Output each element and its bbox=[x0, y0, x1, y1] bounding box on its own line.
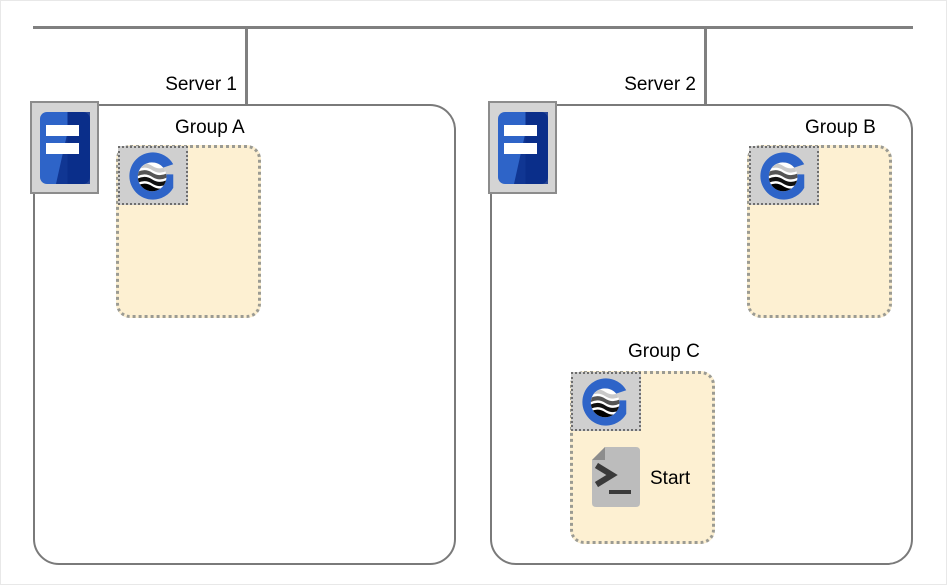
top-rule-line bbox=[33, 26, 913, 29]
server-1-label: Server 1 bbox=[165, 74, 237, 95]
group-b-glassfish-instance-icon[interactable] bbox=[749, 146, 819, 205]
server-2-divider-line bbox=[704, 26, 707, 104]
group-b-label: Group B bbox=[805, 117, 876, 138]
start-command-label: Start bbox=[650, 467, 691, 489]
glassfish-glyph bbox=[129, 151, 174, 200]
server-1-container[interactable] bbox=[33, 104, 456, 565]
server-2-icon[interactable] bbox=[488, 101, 557, 194]
server-2-label: Server 2 bbox=[624, 74, 696, 95]
group-a-glassfish-instance-icon[interactable] bbox=[118, 146, 188, 205]
group-c-box[interactable] bbox=[570, 371, 715, 544]
glassfish-glyph bbox=[760, 151, 805, 200]
server-glyph bbox=[39, 111, 90, 184]
group-c-glassfish-instance-icon[interactable] bbox=[571, 372, 641, 431]
group-a-label: Group A bbox=[175, 117, 245, 138]
terminal-script-icon[interactable] bbox=[592, 447, 640, 509]
server-1-icon[interactable] bbox=[30, 101, 99, 194]
server-1-divider-line bbox=[245, 26, 248, 104]
start-command-row[interactable]: Start bbox=[592, 447, 690, 509]
glassfish-glyph bbox=[582, 377, 627, 426]
server-2-container[interactable] bbox=[490, 104, 913, 565]
server-glyph bbox=[497, 111, 548, 184]
group-c-label: Group C bbox=[628, 341, 700, 362]
